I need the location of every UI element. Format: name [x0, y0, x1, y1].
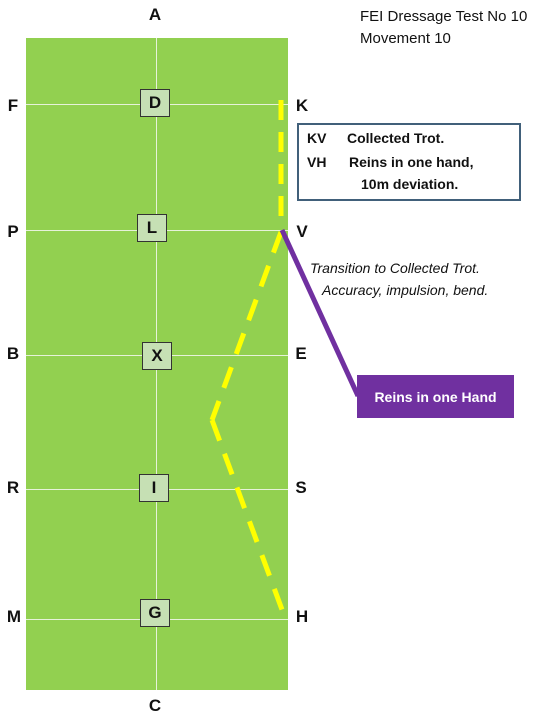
path-v-to-deviation [209, 231, 284, 421]
letter-e: E [295, 344, 307, 363]
transition-note-line-2: Accuracy, impulsion, bend. [322, 282, 489, 298]
letter-a: A [148, 5, 162, 24]
letter-c: C [148, 696, 162, 715]
reins-callout: Reins in one Hand [357, 375, 514, 418]
reins-callout-label: Reins in one Hand [374, 388, 497, 405]
movement-code-kv: KV [307, 130, 327, 146]
movement-text-kv: Collected Trot. [347, 130, 445, 146]
marker-i: I [139, 474, 169, 502]
marker-d: D [140, 89, 170, 117]
marker-l: L [137, 214, 167, 242]
title-line-1: FEI Dressage Test No 10 [360, 8, 528, 25]
letter-s: S [295, 478, 307, 497]
marker-g: G [140, 599, 170, 627]
letter-b: B [6, 344, 20, 363]
test-title: FEI Dressage Test No 10 Movement 10 [360, 6, 527, 50]
letter-r: R [6, 478, 20, 497]
letter-m: M [6, 607, 22, 626]
movement-code-vh: VH [307, 154, 327, 170]
letter-p: P [7, 222, 19, 241]
path-deviation-to-h [209, 419, 287, 616]
letter-k: K [295, 96, 309, 115]
letter-v: V [296, 222, 308, 241]
marker-x: X [142, 342, 172, 370]
callout-pointer [279, 228, 361, 398]
movement-text-vh: Reins in one hand, [349, 154, 474, 170]
transition-note-line-1: Transition to Collected Trot. [310, 260, 480, 276]
movement-box: KV Collected Trot. VH Reins in one hand,… [297, 123, 521, 201]
movement-text-deviation: 10m deviation. [361, 176, 459, 192]
letter-h: H [295, 607, 309, 626]
letter-f: F [7, 96, 19, 115]
title-line-2: Movement 10 [360, 30, 451, 47]
